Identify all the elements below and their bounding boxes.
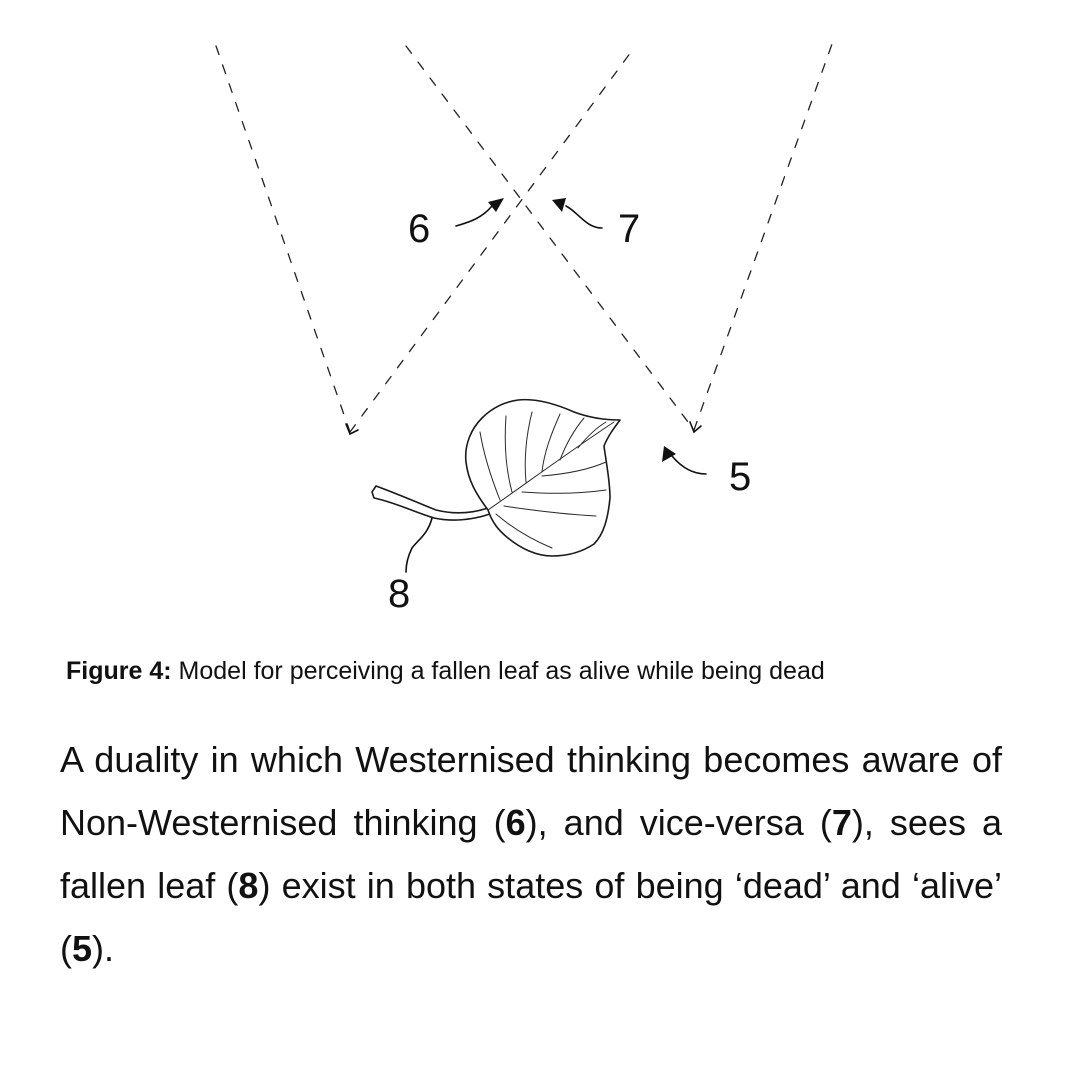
paragraph-text: ), and vice-versa ( [526, 802, 832, 843]
leaf-stem-pointer [406, 518, 432, 572]
body-paragraph: A duality in which Westernised thinking … [60, 728, 1002, 980]
leaf-perception-diagram: 6 7 5 8 [0, 0, 1080, 640]
figure-caption-text: Model for perceiving a fallen leaf as al… [179, 657, 825, 685]
arrow-6-head [488, 198, 504, 212]
arrow-6 [456, 206, 492, 226]
paragraph-text: ). [92, 928, 114, 969]
left-v-inner-line [350, 48, 634, 432]
arrow-5 [672, 456, 706, 474]
arrow-7-head [552, 198, 566, 212]
arrow-5-head [662, 446, 676, 462]
label-six: 6 [408, 207, 430, 251]
label-five: 5 [729, 455, 751, 499]
leaf-stem [372, 486, 490, 520]
reference-six: 6 [506, 802, 526, 843]
reference-eight: 8 [238, 865, 258, 906]
reference-seven: 7 [832, 802, 852, 843]
figure-caption: Figure 4: Model for perceiving a fallen … [66, 654, 1026, 688]
right-v-inner-line [406, 46, 694, 430]
label-eight: 8 [388, 572, 410, 616]
right-v-outer-line [694, 44, 832, 430]
leaf-blade [466, 400, 620, 556]
figure-caption-label: Figure 4: [66, 657, 172, 685]
left-v-outer-line [216, 46, 350, 432]
reference-five: 5 [72, 928, 92, 969]
fallen-leaf-illustration [372, 400, 620, 572]
label-seven: 7 [618, 207, 640, 251]
arrow-7 [566, 206, 602, 228]
